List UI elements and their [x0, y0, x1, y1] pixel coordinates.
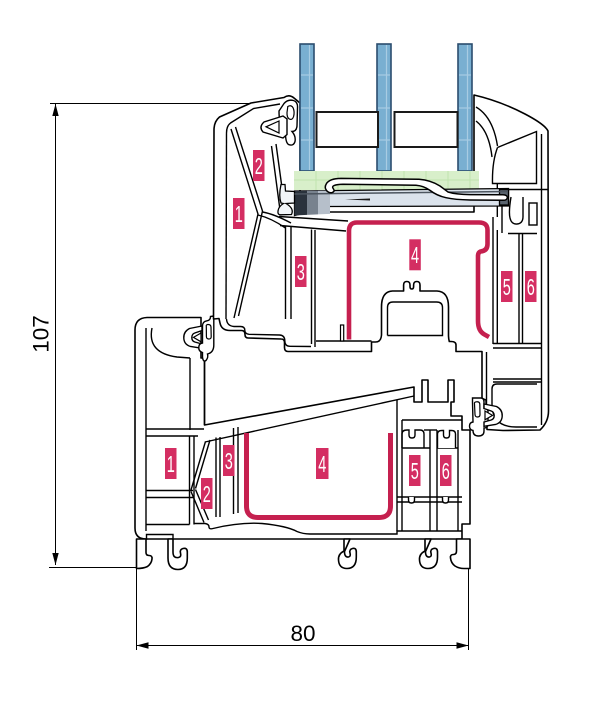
svg-text:5: 5 — [503, 276, 511, 301]
svg-text:3: 3 — [297, 261, 305, 286]
svg-text:2: 2 — [203, 483, 211, 508]
svg-text:5: 5 — [411, 460, 419, 485]
svg-text:2: 2 — [255, 155, 263, 180]
svg-text:3: 3 — [225, 450, 233, 475]
svg-text:80: 80 — [290, 621, 315, 646]
svg-text:4: 4 — [411, 244, 419, 269]
svg-text:1: 1 — [167, 453, 175, 478]
svg-text:4: 4 — [318, 453, 326, 478]
svg-text:107: 107 — [29, 315, 54, 353]
svg-text:6: 6 — [527, 276, 535, 301]
svg-text:1: 1 — [235, 203, 243, 228]
svg-text:6: 6 — [442, 460, 450, 485]
